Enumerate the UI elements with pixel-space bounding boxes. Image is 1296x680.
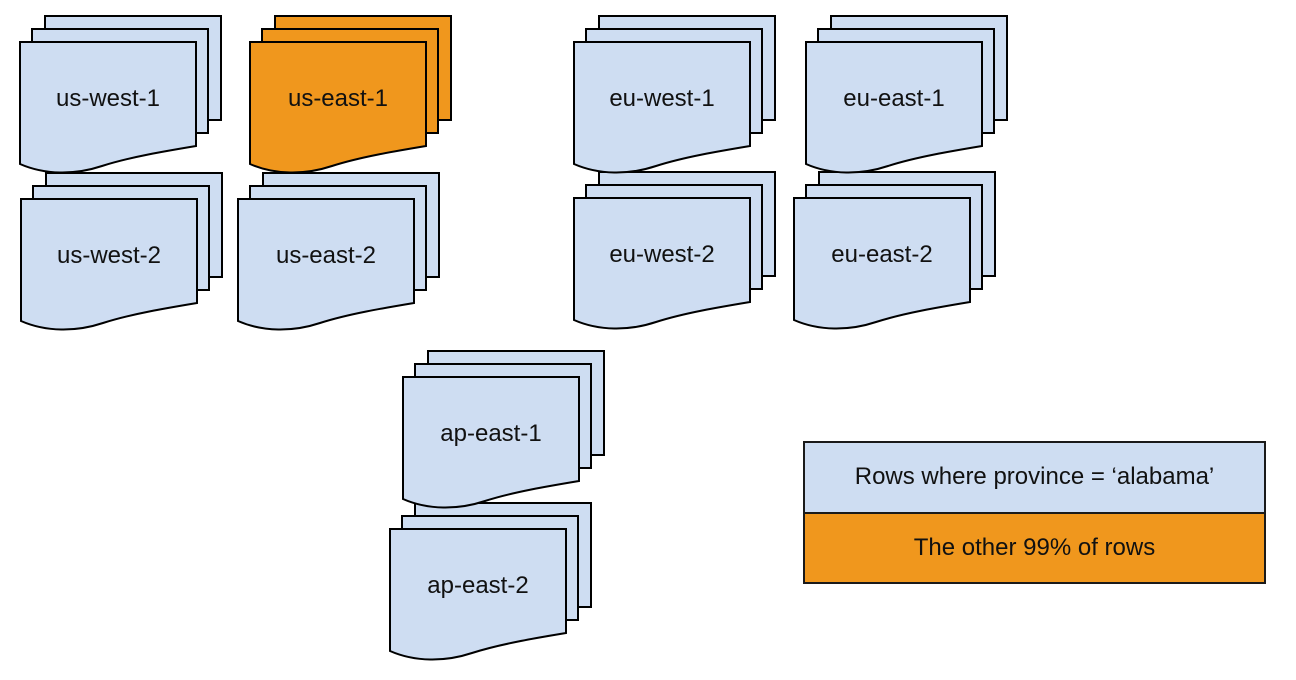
legend-item-other-rows: The other 99% of rows <box>805 511 1264 582</box>
doc-stack-eu-east-1: eu-east-1 <box>805 15 1008 176</box>
region-label: us-east-2 <box>275 242 377 269</box>
region-label: us-west-2 <box>56 242 162 269</box>
legend-label: The other 99% of rows <box>913 533 1156 561</box>
region-label: eu-east-2 <box>831 241 933 268</box>
doc-stack-us-east-2: us-east-2 <box>237 172 440 333</box>
doc-stack-us-west-1: us-west-1 <box>19 15 222 176</box>
region-label: ap-east-1 <box>440 420 542 447</box>
legend: Rows where province = ‘alabama’ The othe… <box>803 441 1266 584</box>
region-label: us-west-1 <box>55 85 161 112</box>
doc-stack-eu-west-1: eu-west-1 <box>573 15 776 176</box>
doc-stack-us-east-1: us-east-1 <box>249 15 452 176</box>
doc-stack-ap-east-2: ap-east-2 <box>389 502 592 663</box>
region-label: eu-west-2 <box>609 241 715 268</box>
doc-stack-eu-west-2: eu-west-2 <box>573 171 776 332</box>
doc-stack-eu-east-2: eu-east-2 <box>793 171 996 332</box>
doc-stack-us-west-2: us-west-2 <box>20 172 223 333</box>
region-label: ap-east-2 <box>427 572 529 599</box>
doc-stack-ap-east-1: ap-east-1 <box>402 350 605 511</box>
legend-item-alabama-rows: Rows where province = ‘alabama’ <box>805 443 1264 512</box>
region-label: eu-west-1 <box>609 85 715 112</box>
legend-label: Rows where province = ‘alabama’ <box>854 463 1215 491</box>
region-label: eu-east-1 <box>843 85 945 112</box>
region-label: us-east-1 <box>287 85 389 112</box>
